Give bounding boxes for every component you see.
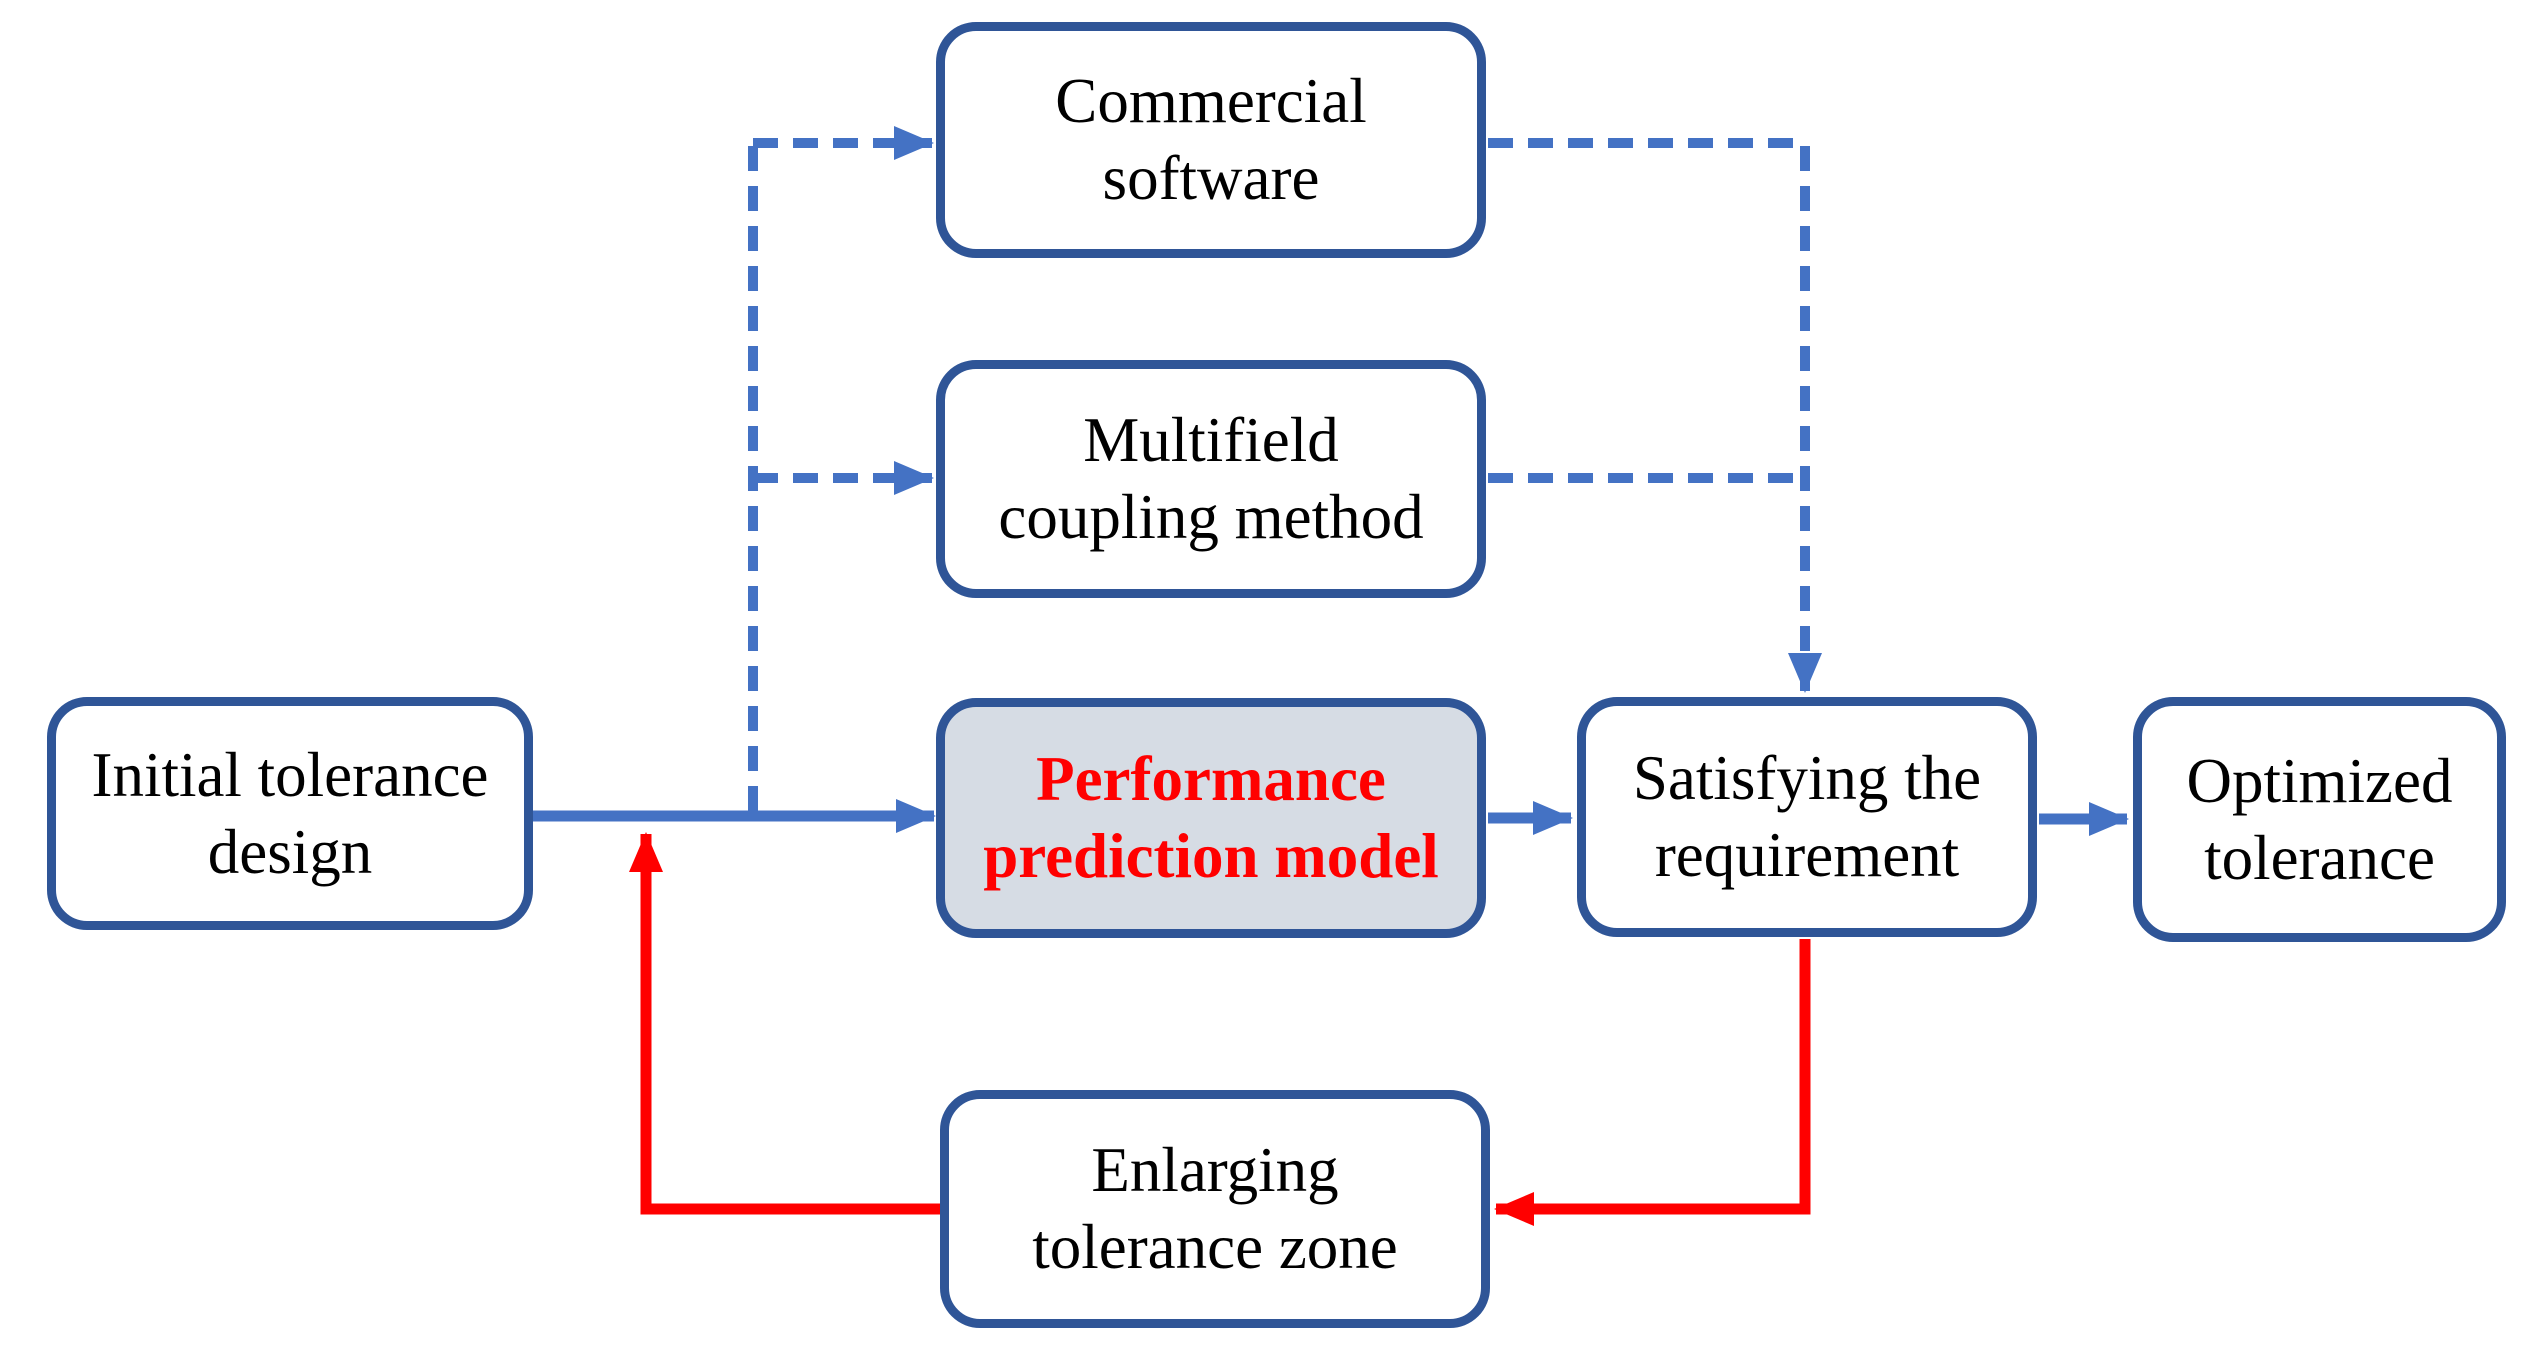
node-enlarging-tolerance-zone-label: Enlarging tolerance zone [1032,1135,1398,1282]
node-commercial-software-label: Commercial software [1055,66,1367,213]
node-multifield-coupling-method: Multifield coupling method [936,360,1486,598]
node-commercial-software: Commercial software [936,22,1486,258]
edge-satisfying-to-enlarging [1494,939,1811,1226]
node-initial-tolerance-design: Initial tolerance design [47,697,533,930]
node-performance-prediction-model: Performance prediction model [936,698,1486,938]
edge-commercial-to-satisfying [1488,138,1822,693]
node-performance-prediction-model-label: Performance prediction model [983,744,1439,891]
node-satisfying-the-requirement: Satisfying the requirement [1577,697,2037,937]
edge-enlarging-to-main-flow [629,832,942,1215]
node-satisfying-the-requirement-label: Satisfying the requirement [1632,743,1982,890]
node-multifield-coupling-method-label: Multifield coupling method [998,405,1424,552]
node-optimized-tolerance-label: Optimized tolerance [2186,745,2453,893]
node-enlarging-tolerance-zone: Enlarging tolerance zone [940,1090,1490,1328]
node-initial-tolerance-design-label: Initial tolerance design [91,739,489,887]
node-optimized-tolerance: Optimized tolerance [2133,697,2506,942]
